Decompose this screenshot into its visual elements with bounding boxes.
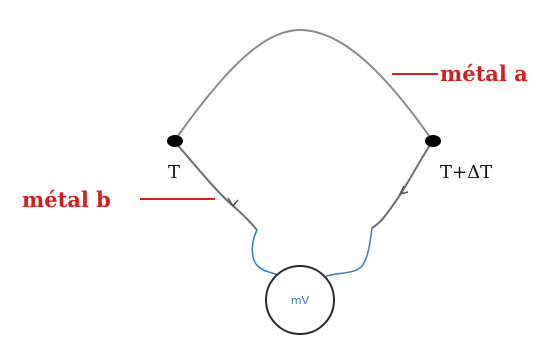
meter-label: mV <box>291 294 310 307</box>
metal-a-label: métal a <box>440 61 528 86</box>
junction-hot-label: T+ΔT <box>440 162 492 183</box>
right-arrow-mark <box>398 185 409 196</box>
metal-a-wire <box>174 28 433 141</box>
junction-hot-dot <box>425 135 441 147</box>
left-arrow-mark <box>227 197 239 208</box>
meter-wire-right <box>325 227 373 277</box>
metal-b-wire-right <box>371 141 433 229</box>
metal-b-label: métal b <box>22 187 111 212</box>
millivoltmeter <box>265 265 335 335</box>
meter-wire-left <box>251 229 281 277</box>
junction-cold-dot <box>167 135 183 147</box>
metal-b-wire-left <box>174 141 258 231</box>
junction-cold-label: T <box>168 162 180 183</box>
